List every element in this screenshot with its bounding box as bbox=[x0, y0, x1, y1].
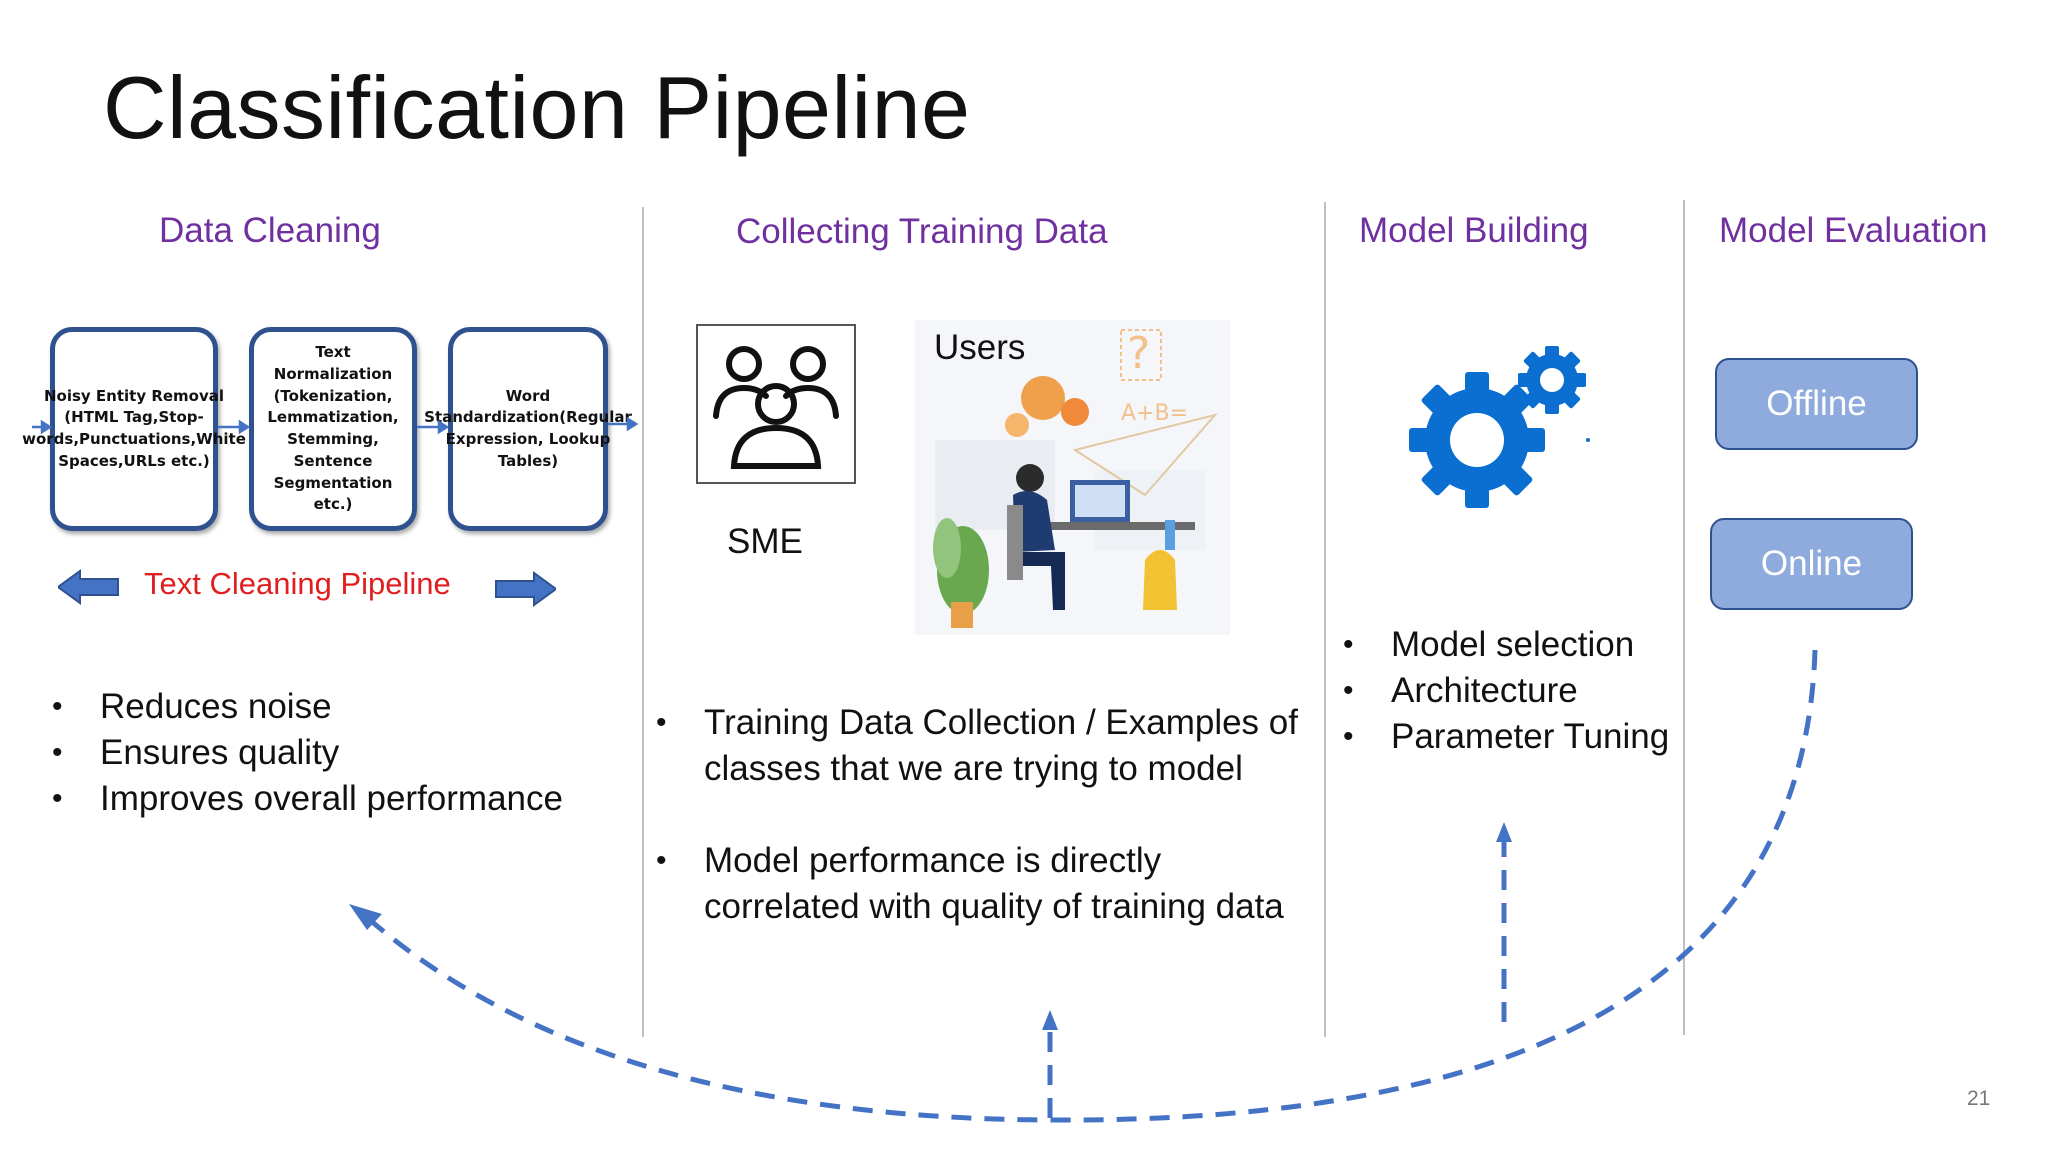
list-item: Ensures quality bbox=[52, 730, 612, 776]
sme-label: SME bbox=[727, 522, 803, 561]
process-box-text-normalization: Text Normalization (Tokenization, Lemmat… bbox=[249, 327, 417, 531]
data-cleaning-bullets: Reduces noise Ensures quality Improves o… bbox=[52, 684, 612, 822]
process-box-label: Noisy Entity Removal (HTML Tag,Stop-word… bbox=[22, 386, 246, 470]
page-number: 21 bbox=[1967, 1087, 1991, 1110]
users-illustration: ? A+B= bbox=[915, 320, 1230, 635]
svg-text:?: ? bbox=[1127, 328, 1150, 379]
pipeline-left-arrow bbox=[58, 569, 119, 605]
users-label: Users bbox=[934, 328, 1026, 367]
divider-1 bbox=[642, 207, 644, 1037]
heading-collecting-training-data: Collecting Training Data bbox=[736, 212, 1108, 251]
process-box-noise-removal: Noisy Entity Removal (HTML Tag,Stop-word… bbox=[22, 327, 246, 531]
model-building-bullets: Model selection Architecture Parameter T… bbox=[1343, 622, 1683, 760]
people-group-icon bbox=[696, 324, 856, 484]
divider-3 bbox=[1683, 200, 1685, 1035]
process-box-word-standardization: Word Standardization(Regular Expression,… bbox=[424, 327, 632, 531]
list-item: Improves overall performance bbox=[52, 776, 612, 822]
heading-model-building: Model Building bbox=[1359, 211, 1589, 250]
list-item: Training Data Collection / Examples of c… bbox=[656, 700, 1316, 792]
list-item: Reduces noise bbox=[52, 684, 612, 730]
pipeline-label: Text Cleaning Pipeline bbox=[144, 566, 451, 601]
online-button[interactable]: Online bbox=[1710, 518, 1913, 610]
divider-2 bbox=[1324, 202, 1326, 1037]
list-item: Parameter Tuning bbox=[1343, 714, 1683, 760]
list-item: Architecture bbox=[1343, 668, 1683, 714]
list-item: Model performance is directly correlated… bbox=[656, 838, 1316, 930]
list-item: Model selection bbox=[1343, 622, 1683, 668]
slide-title: Classification Pipeline bbox=[103, 58, 971, 157]
gears-icon bbox=[1409, 346, 1590, 508]
pipeline-right-arrow bbox=[495, 571, 556, 607]
process-box-label: Text Normalization (Tokenization, Lemmat… bbox=[267, 343, 399, 514]
heading-data-cleaning: Data Cleaning bbox=[159, 211, 381, 250]
offline-button[interactable]: Offline bbox=[1715, 358, 1918, 450]
training-data-bullets: Training Data Collection / Examples of c… bbox=[656, 700, 1316, 930]
svg-text:A+B=: A+B= bbox=[1121, 401, 1188, 426]
heading-model-evaluation: Model Evaluation bbox=[1719, 211, 1988, 250]
process-box-label: Word Standardization(Regular Expression,… bbox=[424, 386, 632, 470]
